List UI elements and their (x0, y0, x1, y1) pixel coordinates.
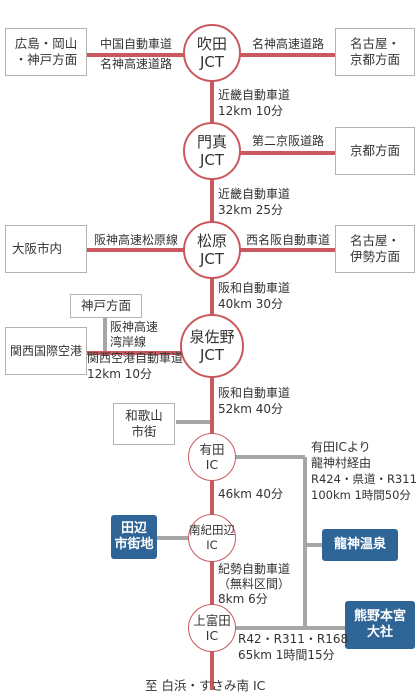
tanabe-line2: 市街地 (114, 537, 154, 552)
kinki-1-distance-label: 12km 10分 (218, 104, 283, 118)
kobe-line1: 神戸方面 (80, 298, 131, 313)
hanshin-wangan-label-1: 阪神高速 (110, 320, 159, 334)
osaka-city-box: 大阪市内 (5, 225, 87, 273)
kumano-line2: 大社 (366, 625, 393, 640)
kumano-route-label-2: 65km 1時間15分 (238, 648, 335, 662)
hiroshima-line1: 広島・岡山 (14, 36, 78, 51)
hanwa-2-road-label: 阪和自動車道 (218, 386, 291, 400)
kisei-road-label-1: 紀勢自動車道 (218, 562, 291, 576)
izumisano-jct-name: 泉佐野 (189, 328, 235, 346)
arida-ic-node: 有田 IC (188, 433, 236, 481)
kadoma-jct-type: JCT (199, 151, 225, 169)
arida-ic-type: IC (205, 457, 219, 472)
suita-jct-type: JCT (199, 53, 225, 71)
meishin-left-road-label: 名神高速道路 (99, 57, 172, 71)
ryujin-route-label-3: R424・県道・R311 (311, 472, 417, 486)
kamitonda-ic-node: 上富田 IC (188, 604, 236, 652)
hanwa-2-distance-label: 52km 40分 (218, 402, 283, 416)
kanku-distance-label: 12km 10分 (87, 367, 152, 381)
ryujin-line1: 龍神温泉 (333, 537, 386, 552)
kinki-2-road-label: 近畿自動車道 (218, 187, 291, 201)
kobe-direction-box: 神戸方面 (70, 294, 142, 318)
nishimeihan-road-label: 西名阪自動車道 (245, 233, 330, 247)
kansai-airport-box: 関西国際空港 (5, 327, 87, 375)
nagoya-ise-direction-box: 名古屋・ 伊勢方面 (335, 225, 415, 273)
kyoto-line1: 京都方面 (349, 143, 400, 158)
ryujin-route-label-2: 龍神村経由 (311, 456, 372, 470)
kinki-2-distance-label: 32km 25分 (218, 203, 283, 217)
izumisano-jct-node: 泉佐野 JCT (180, 314, 244, 378)
arida-ic-name: 有田 (199, 442, 225, 457)
bottom-direction-label: 至 白浜・すさみ南 IC (145, 678, 266, 693)
meishin-right-road-label: 名神高速道路 (251, 37, 324, 51)
kyoto-direction-box: 京都方面 (335, 127, 415, 175)
tanabe-destination-badge: 田辺 市街地 (111, 515, 157, 559)
izumisano-jct-type: JCT (199, 346, 225, 364)
matsubara-jct-node: 松原 JCT (183, 221, 241, 279)
nagoya-ise-line1: 名古屋・ (349, 233, 400, 248)
matsubara-jct-name: 松原 (196, 232, 227, 250)
hanwa-1-distance-label: 40km 30分 (218, 297, 283, 311)
nagoya-kyoto-line1: 名古屋・ (349, 36, 400, 51)
kumano-route-label-1: R42・R311・R168 (238, 632, 349, 646)
kanku-road-label: 関西空港自動車道 (87, 351, 184, 365)
kamitonda-ic-type: IC (205, 628, 219, 643)
kadoma-jct-name: 門真 (196, 133, 227, 151)
nagoya-kyoto-direction-box: 名古屋・ 京都方面 (335, 28, 415, 76)
osaka-city-line1: 大阪市内 (12, 241, 63, 256)
minabe-ic-type: IC (206, 538, 218, 552)
tanabe-line1: 田辺 (120, 521, 147, 536)
kumano-line1: 熊野本宮 (353, 609, 406, 624)
suita-jct-node: 吹田 JCT (183, 24, 241, 82)
daini-keihan-road-label: 第二京阪道路 (251, 134, 324, 148)
kisei-road-label-2: （無料区間） (218, 577, 291, 591)
hanwa-1-road-label: 阪和自動車道 (218, 281, 291, 295)
kamitonda-ic-name: 上富田 (193, 613, 231, 628)
chugoku-road-label: 中国自動車道 (99, 37, 172, 51)
suita-jct-name: 吹田 (196, 35, 227, 53)
ryujin-route-label-4: 100km 1時間50分 (311, 488, 411, 502)
wakayama-line1: 和歌山 (125, 408, 163, 423)
kadoma-jct-node: 門真 JCT (183, 122, 241, 180)
hanshin-matsubara-road-label: 阪神高速松原線 (93, 233, 178, 247)
kinki-1-road-label: 近畿自動車道 (218, 88, 291, 102)
minabe-ic-node: 南紀田辺 IC (188, 514, 236, 562)
arida-minabe-distance-label: 46km 40分 (218, 487, 283, 501)
kumano-destination-badge: 熊野本宮 大社 (345, 601, 415, 649)
matsubara-jct-type: JCT (199, 250, 225, 268)
kansai-airport-line1: 関西国際空港 (9, 344, 82, 358)
wakayama-line2: 市街 (131, 424, 157, 439)
minabe-ic-name: 南紀田辺 (189, 523, 235, 537)
hiroshima-line2: ・神戸方面 (14, 52, 78, 67)
ryujin-destination-badge: 龍神温泉 (322, 529, 398, 561)
wakayama-city-box: 和歌山 市街 (113, 403, 175, 445)
hanshin-wangan-label-2: 湾岸線 (110, 335, 147, 349)
nagoya-kyoto-line2: 京都方面 (349, 52, 400, 67)
kisei-distance-label: 8km 6分 (218, 592, 268, 606)
nagoya-ise-line2: 伊勢方面 (349, 249, 400, 264)
ryujin-route-label-1: 有田ICより (311, 440, 371, 454)
hiroshima-direction-box: 広島・岡山 ・神戸方面 (5, 28, 87, 76)
